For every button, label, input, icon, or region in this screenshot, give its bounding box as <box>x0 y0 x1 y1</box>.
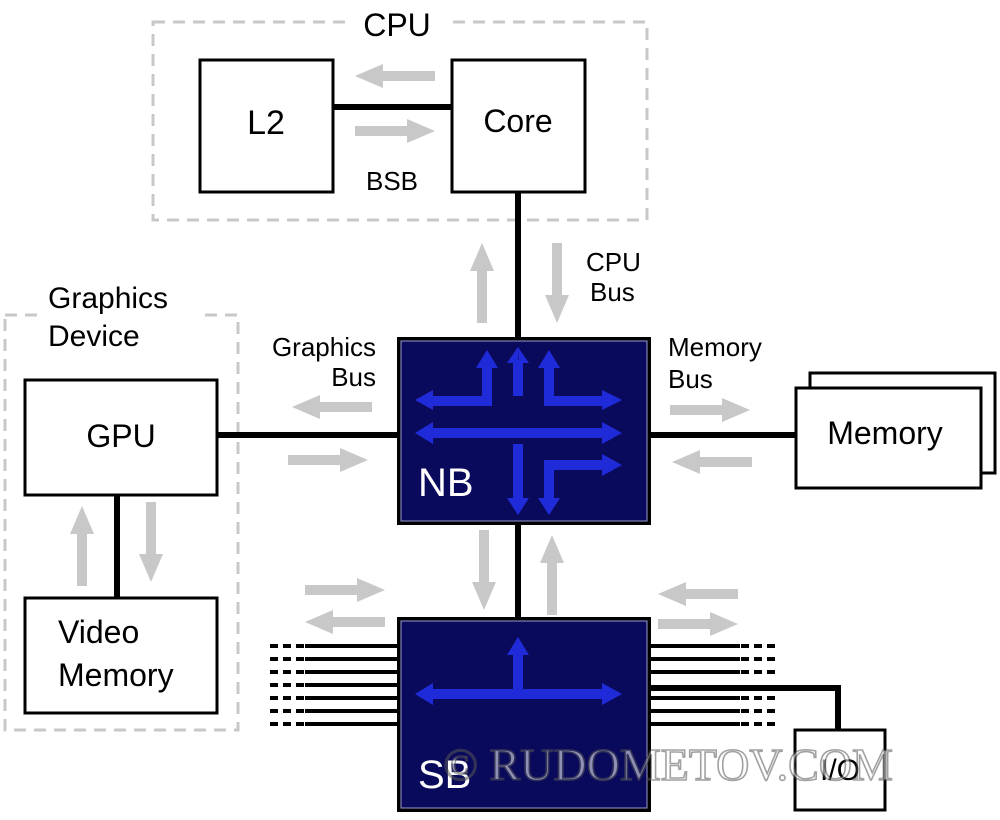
video-memory-label-line2: Memory <box>58 657 174 693</box>
cpu-group-title: CPU <box>363 7 431 43</box>
video-memory-box <box>23 596 219 715</box>
io-box <box>793 728 887 812</box>
sb-left-bus-dashes <box>270 644 304 726</box>
memory-bus-label-line1: Memory <box>668 332 762 362</box>
watermark: © RUDOMETOV.COM <box>443 739 893 790</box>
cpu-bus-label-line2: Bus <box>590 277 635 307</box>
sb-right-bus-lines <box>648 644 740 726</box>
sb-io-link <box>648 685 841 730</box>
memory-label: Memory <box>827 415 943 451</box>
graphics-device-title-line2: Device <box>48 320 140 353</box>
l2-box <box>198 58 335 194</box>
video-memory-label-line1: Video <box>58 614 139 650</box>
nb-label: NB <box>418 461 474 505</box>
sb-right-bus-dashes <box>741 644 775 726</box>
bsb-label: BSB <box>366 166 418 196</box>
sb-bus-arrows <box>415 637 622 705</box>
memory-box <box>794 386 983 490</box>
core-box <box>450 58 587 194</box>
core-label: Core <box>483 103 552 139</box>
sb-left-bus-lines <box>305 644 400 726</box>
graphics-bus-label-line1: Graphics <box>272 332 376 362</box>
gpu-label: GPU <box>86 418 155 454</box>
graphics-device-group-border <box>3 313 240 732</box>
nb-crossbar-arrows <box>415 347 622 515</box>
io-label: I/O <box>820 754 860 787</box>
graphics-bus-label-line2: Bus <box>331 362 376 392</box>
cpu-bus-label-line1: CPU <box>586 247 641 277</box>
sb-label: SB <box>418 753 471 797</box>
gpu-box <box>23 378 219 497</box>
memory-bus-label-line2: Bus <box>668 364 713 394</box>
graphics-device-title-line1: Graphics <box>48 282 168 315</box>
l2-label: L2 <box>247 104 285 142</box>
